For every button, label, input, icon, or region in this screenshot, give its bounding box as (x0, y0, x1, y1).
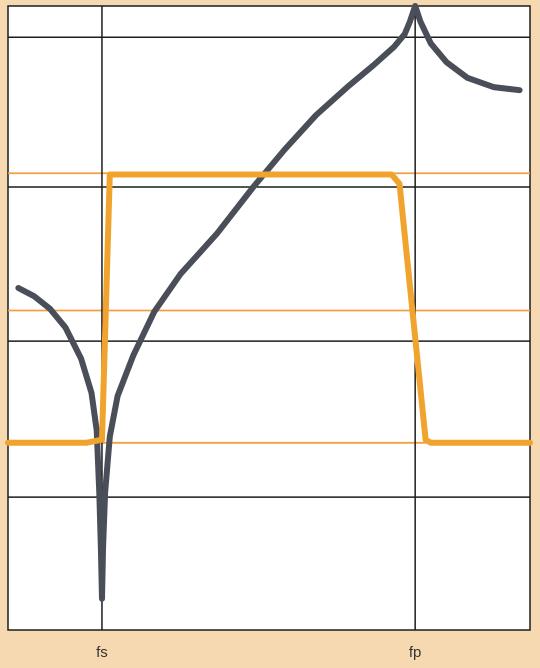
x-tick-labels: fs fp (96, 644, 421, 661)
series-line-0 (15, 3, 523, 602)
series-group (5, 3, 533, 602)
plot-background (7, 5, 531, 631)
horizontal-gridlines (8, 36, 530, 498)
x-tick-label-fs: fs (96, 644, 108, 661)
series-line-1 (5, 171, 533, 446)
x-tick-label-fp: fp (409, 644, 422, 661)
